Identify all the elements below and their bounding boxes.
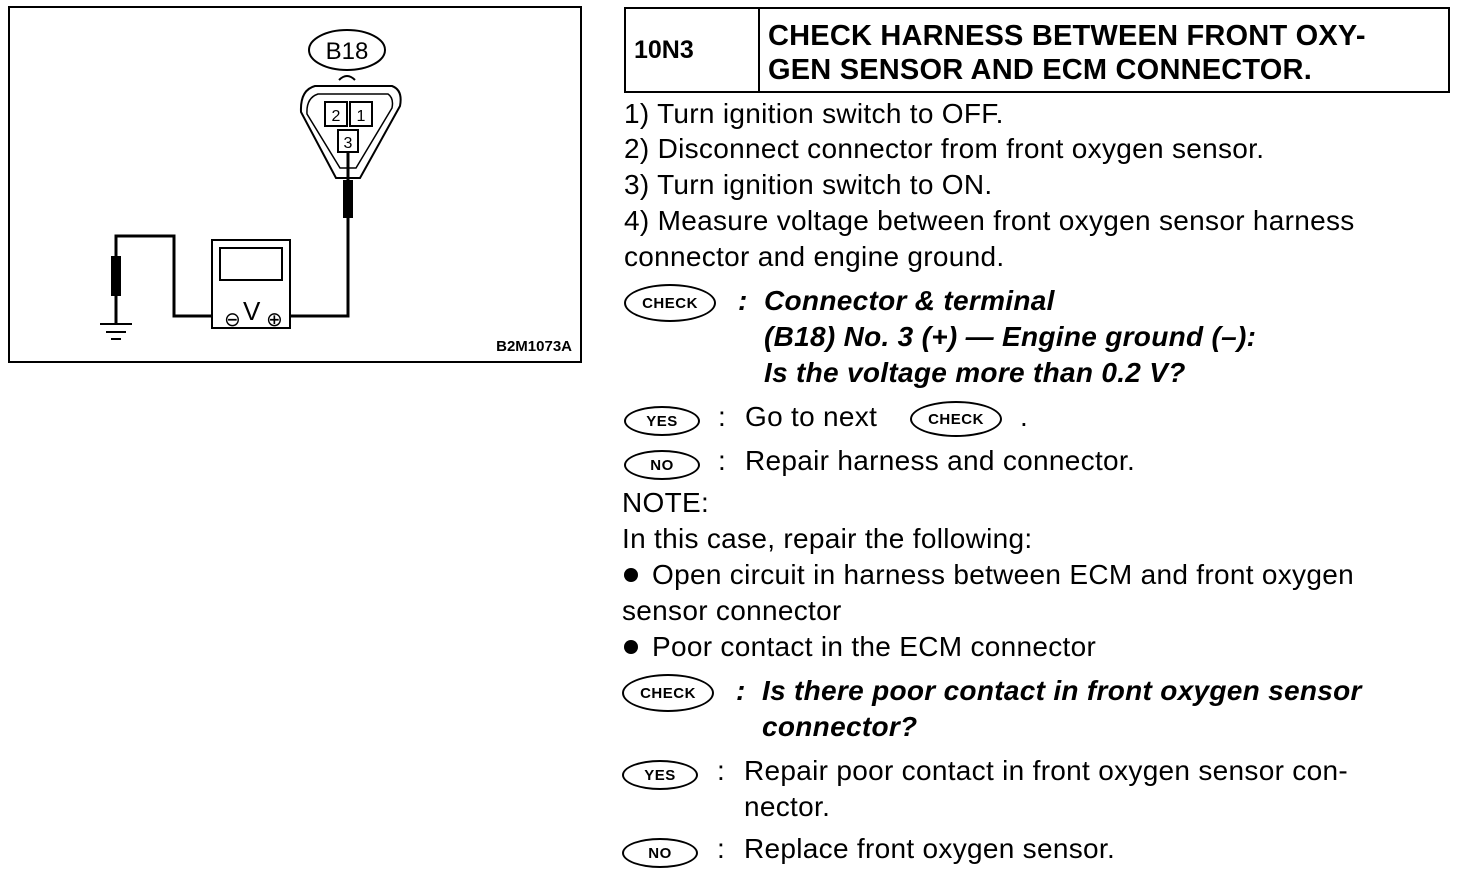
check-badge: CHECK: [624, 284, 716, 322]
note-bullet-1-text: Open circuit in harness between ECM and …: [652, 559, 1354, 590]
note-bullet-2-text: Poor contact in the ECM connector: [652, 631, 1097, 662]
no1-colon: :: [718, 445, 727, 476]
check2-colon: :: [736, 675, 746, 706]
check-badge-2: CHECK: [622, 674, 714, 712]
figure-code: B2M1073A: [496, 338, 572, 355]
step-3: 3) Turn ignition switch to ON.: [624, 169, 993, 200]
yes1-period: .: [1020, 401, 1029, 432]
step-2: 2) Disconnect connector from front oxyge…: [624, 133, 1265, 164]
step-header: 10N3 CHECK HARNESS BETWEEN FRONT OXY- GE…: [624, 7, 1450, 93]
meter-plus-symbol: ⊕: [266, 307, 283, 331]
step-title-line1: CHECK HARNESS BETWEEN FRONT OXY-: [768, 20, 1366, 52]
bullet-icon: [624, 568, 638, 583]
connector-label: B18: [326, 38, 369, 65]
note-bullet-1: Open circuit in harness between ECM and …: [622, 557, 1354, 593]
meter-v-symbol: V: [243, 296, 261, 326]
note-bullet-1-cont: sensor connector: [622, 595, 842, 626]
note-label: NOTE:: [622, 487, 710, 518]
voltmeter-display: [219, 247, 283, 281]
yes2-line2: nector.: [744, 791, 831, 822]
yes-badge-2: YES: [622, 760, 698, 790]
step-title-line2: GEN SENSOR AND ECM CONNECTOR.: [768, 54, 1312, 86]
check1-question: Is the voltage more than 0.2 V?: [764, 357, 1186, 388]
no-badge-2: NO: [622, 838, 698, 868]
connector-housing: [299, 85, 402, 179]
connector-tab: [338, 75, 356, 81]
step-title: CHECK HARNESS BETWEEN FRONT OXY- GEN SEN…: [760, 9, 1448, 91]
negative-wire: [114, 234, 212, 318]
yes2-line1: Repair poor contact in front oxygen sens…: [744, 755, 1348, 786]
circuit-drawing: B18 2 1 3 ⊖ V ⊕: [100, 29, 402, 340]
no-badge: NO: [624, 450, 700, 480]
yes1-text: Go to next: [745, 401, 878, 432]
step-4-cont: connector and engine ground.: [624, 241, 1005, 272]
wiring-diagram: B18 2 1 3 ⊖ V ⊕ B2M1073A: [8, 6, 582, 363]
step-4: 4) Measure voltage between front oxygen …: [624, 205, 1355, 236]
yes1-colon: :: [718, 401, 727, 432]
positive-wire: [278, 218, 350, 318]
check2-question-line2: connector?: [762, 711, 918, 742]
note-intro: In this case, repair the following:: [622, 523, 1033, 554]
check2-question-line1: Is there poor contact in front oxygen se…: [762, 675, 1362, 706]
yes-badge: YES: [624, 406, 700, 436]
check1-line1: Connector & terminal: [764, 285, 1055, 316]
no1-text: Repair harness and connector.: [745, 445, 1136, 476]
probe-negative: [111, 256, 121, 296]
step-1: 1) Turn ignition switch to OFF.: [624, 98, 1004, 129]
bullet-icon: [624, 640, 638, 655]
pin-1-label: 1: [357, 108, 366, 125]
no2-text: Replace front oxygen sensor.: [744, 833, 1116, 864]
check1-line2: (B18) No. 3 (+) — Engine ground (–):: [764, 321, 1257, 352]
yes2-colon: :: [717, 755, 726, 786]
pin-2-box: [324, 101, 348, 127]
pin-3-label: 3: [344, 135, 353, 152]
voltmeter-body: [211, 239, 291, 329]
connector-label-ellipse: [308, 29, 386, 71]
pin-1-box: [349, 101, 373, 127]
no2-colon: :: [717, 833, 726, 864]
check1-colon: :: [738, 285, 748, 316]
pin-2-label: 2: [332, 108, 341, 125]
note-bullet-2: Poor contact in the ECM connector: [622, 629, 1096, 665]
check-badge-inline: CHECK: [910, 401, 1002, 437]
meter-minus-symbol: ⊖: [224, 307, 241, 331]
connector-housing-inner: [306, 93, 394, 169]
probe-positive: [343, 180, 353, 218]
step-code: 10N3: [626, 9, 760, 91]
